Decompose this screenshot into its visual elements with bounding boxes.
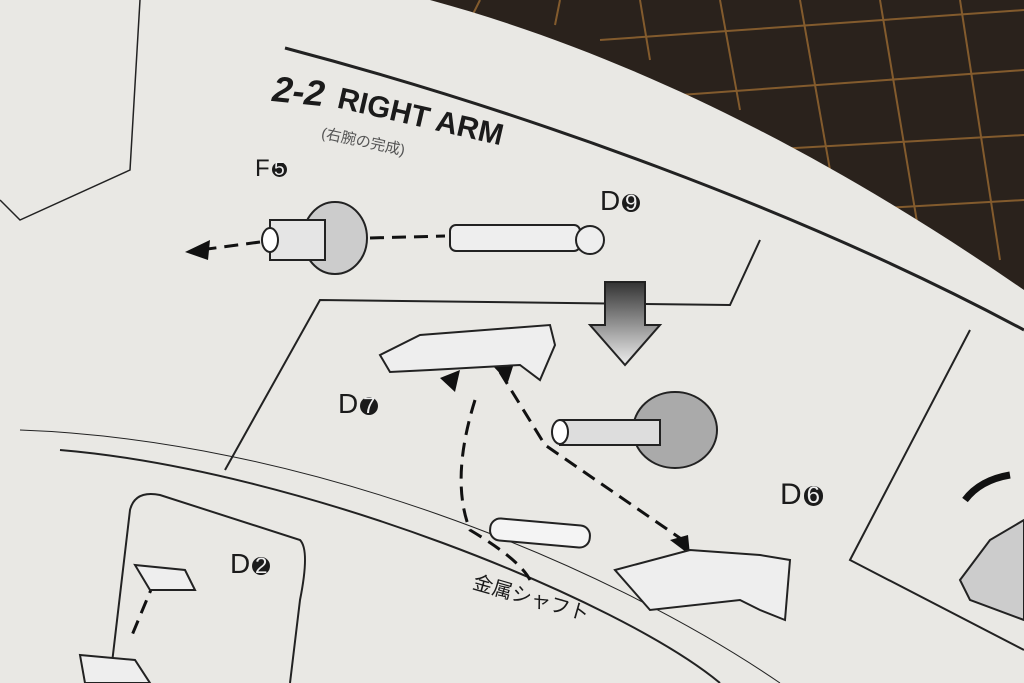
part-letter: D — [338, 388, 359, 419]
part-number-badge: 5 — [271, 160, 288, 179]
down-arrow-icon — [587, 281, 663, 367]
part-number-badge: 9 — [622, 191, 641, 213]
part-d7-drawing — [378, 323, 557, 382]
part-letter: D — [600, 185, 621, 216]
part-letter: D — [780, 478, 802, 511]
part-number-badge: 7 — [360, 394, 379, 416]
part-d6-drawing — [613, 548, 792, 622]
part-d9-drawing — [449, 224, 605, 255]
part-number-badge: 2 — [252, 554, 271, 576]
part-letter: F — [255, 155, 270, 182]
part-f5-drawing — [261, 201, 368, 275]
part-number-badge: 6 — [803, 484, 823, 508]
metal-shaft-drawing — [489, 517, 591, 549]
step-number: 2-2 — [270, 68, 327, 115]
part-letter: D — [230, 548, 251, 579]
curved-arrow-icon — [962, 471, 1011, 503]
part-cap-drawing — [551, 391, 718, 469]
